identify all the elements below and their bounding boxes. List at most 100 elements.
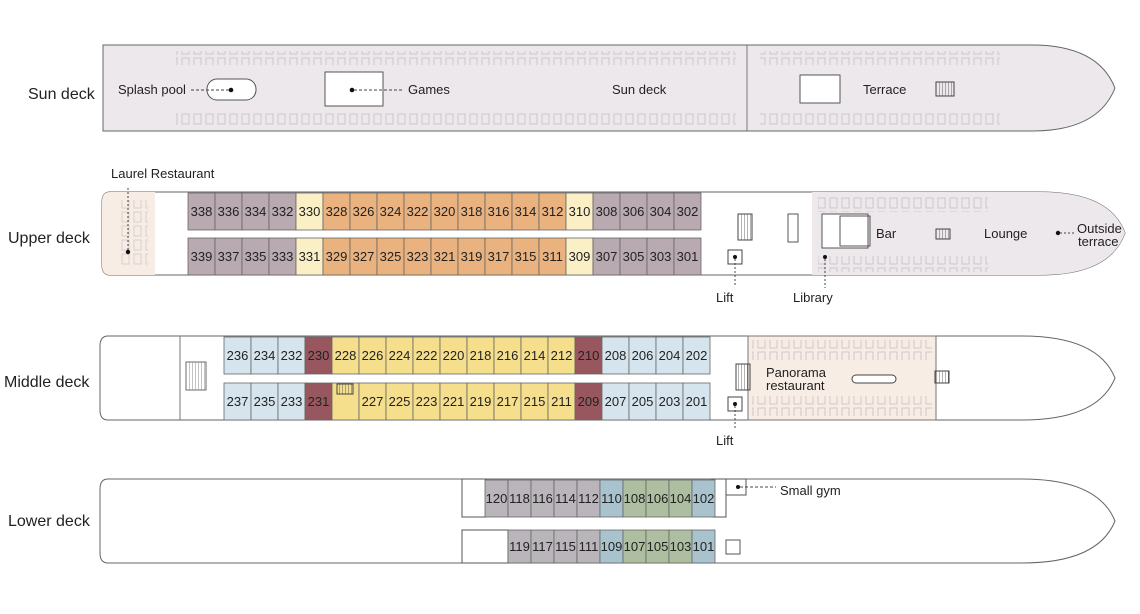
cabin-cell[interactable] xyxy=(268,237,297,276)
cabin-cell[interactable] xyxy=(430,192,459,231)
cabin-cell[interactable] xyxy=(349,192,378,231)
deck-label-upper: Upper deck xyxy=(8,230,90,247)
sun-deck: Splash pool Games Sun deck Terrace xyxy=(102,44,1116,132)
cabin-cell[interactable] xyxy=(538,237,567,276)
cabin-cell[interactable] xyxy=(322,237,351,276)
cabin-cell[interactable] xyxy=(493,336,522,375)
cabin-cell[interactable] xyxy=(646,192,675,231)
cabin-cell[interactable] xyxy=(592,237,621,276)
cabin-number: 315 xyxy=(515,249,537,264)
panorama-label-2: restaurant xyxy=(766,378,825,393)
cabin-number: 322 xyxy=(407,204,429,219)
cabin-number: 119 xyxy=(509,539,530,554)
cabin-cell[interactable] xyxy=(376,237,405,276)
cabin-cell[interactable] xyxy=(358,336,387,375)
cabin-number: 116 xyxy=(532,491,553,506)
cabin-number: 230 xyxy=(308,348,330,363)
cabin-number: 204 xyxy=(659,348,681,363)
cabin-cell[interactable] xyxy=(691,479,716,518)
cabin-cell[interactable] xyxy=(214,237,243,276)
cabin-cell[interactable] xyxy=(322,192,351,231)
cabin-cell[interactable] xyxy=(277,336,306,375)
cabin-cell[interactable] xyxy=(295,192,324,231)
cabin-cell[interactable] xyxy=(187,192,216,231)
cabin-cell[interactable] xyxy=(331,336,360,375)
cabin-cell[interactable] xyxy=(187,237,216,276)
panorama-label-1: Panorama xyxy=(766,365,827,380)
library-label: Library xyxy=(793,290,833,305)
cabin-cell[interactable] xyxy=(241,237,270,276)
cabin-number: 234 xyxy=(254,348,276,363)
cabin-cell[interactable] xyxy=(601,336,630,375)
cabin-number: 310 xyxy=(569,204,591,219)
cabin-number: 233 xyxy=(281,394,303,409)
cabin-cell[interactable] xyxy=(403,192,432,231)
cabin-cell[interactable] xyxy=(547,382,576,421)
cabin-number: 329 xyxy=(326,249,348,264)
cabin-cell[interactable] xyxy=(673,237,702,276)
cabin-number: 201 xyxy=(686,394,708,409)
cabin-number: 338 xyxy=(191,204,213,219)
cabin-cell[interactable] xyxy=(484,237,513,276)
cabin-cell[interactable] xyxy=(430,237,459,276)
cabin-cell[interactable] xyxy=(214,192,243,231)
cabin-number: 117 xyxy=(532,539,553,554)
cabin-number: 220 xyxy=(443,348,465,363)
cabin-cell[interactable] xyxy=(520,336,549,375)
cabin-cell[interactable] xyxy=(628,336,657,375)
deck-label-lower: Lower deck xyxy=(8,513,90,530)
cabin-cell[interactable] xyxy=(628,382,657,421)
cabin-number: 302 xyxy=(677,204,699,219)
cabin-number: 207 xyxy=(605,394,627,409)
cabin-number: 317 xyxy=(488,249,510,264)
cabin-number: 226 xyxy=(362,348,384,363)
cabin-cell[interactable] xyxy=(223,382,252,421)
cabin-number: 326 xyxy=(353,204,375,219)
cabin-cell[interactable] xyxy=(691,529,716,564)
cabin-cell[interactable] xyxy=(439,336,468,375)
cabin-cell[interactable] xyxy=(484,192,513,231)
cabin-cell[interactable] xyxy=(277,382,306,421)
cabin-cell[interactable] xyxy=(520,382,549,421)
cabin-number: 111 xyxy=(579,539,599,554)
cabin-cell[interactable] xyxy=(565,237,594,276)
cabin-cell[interactable] xyxy=(574,382,603,421)
laurel-restaurant-label: Laurel Restaurant xyxy=(111,166,215,181)
cabin-number: 328 xyxy=(326,204,348,219)
sun-deck-hull xyxy=(102,44,1116,132)
cabin-number: 102 xyxy=(693,491,715,506)
cabin-number: 314 xyxy=(515,204,537,219)
cabin-cell[interactable] xyxy=(466,382,495,421)
cabin-cell[interactable] xyxy=(241,192,270,231)
cabin-number: 222 xyxy=(416,348,438,363)
cabin-cell[interactable] xyxy=(223,336,252,375)
cabin-cell[interactable] xyxy=(565,192,594,231)
cabin-cell[interactable] xyxy=(412,382,441,421)
cabin-cell[interactable] xyxy=(673,192,702,231)
cabin-cell[interactable] xyxy=(250,336,279,375)
cabin-number: 210 xyxy=(578,348,600,363)
cabin-number: 215 xyxy=(524,394,546,409)
cabin-number: 336 xyxy=(218,204,240,219)
cabin-cell[interactable] xyxy=(682,336,711,375)
cabin-cell[interactable] xyxy=(412,336,441,375)
cabin-cell[interactable] xyxy=(304,382,333,421)
cabin-cell[interactable] xyxy=(547,336,576,375)
cabin-cell[interactable] xyxy=(682,382,711,421)
cabin-cell[interactable] xyxy=(385,382,414,421)
cabin-cell[interactable] xyxy=(376,192,405,231)
cabin-cell[interactable] xyxy=(457,192,486,231)
cabin-cell[interactable] xyxy=(304,336,333,375)
terrace-box xyxy=(799,74,841,104)
cabin-cell[interactable] xyxy=(403,237,432,276)
cabin-cell[interactable] xyxy=(268,192,297,231)
cabin-cell[interactable] xyxy=(592,192,621,231)
cabin-cell[interactable] xyxy=(493,382,522,421)
cabin-cell[interactable] xyxy=(295,237,324,276)
sun-deck-games-label: Games xyxy=(408,82,450,97)
cabin-cell[interactable] xyxy=(349,237,378,276)
